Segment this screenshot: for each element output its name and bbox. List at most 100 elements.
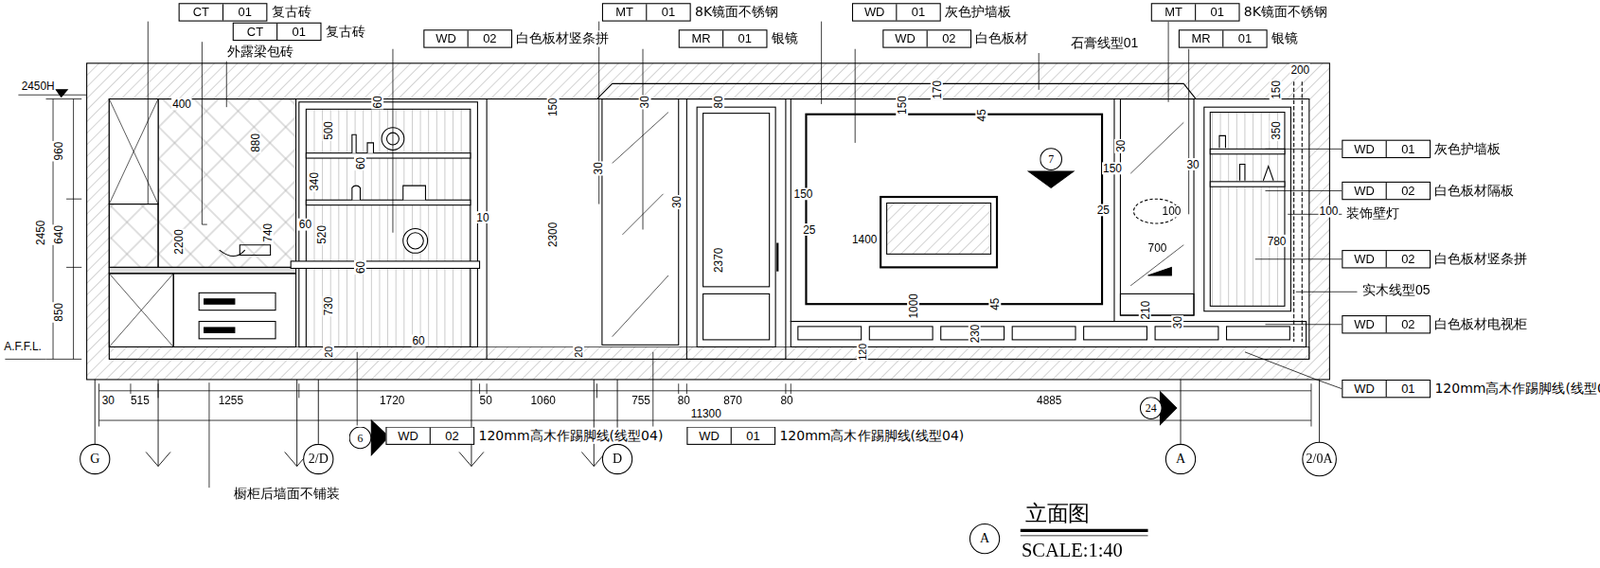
- bubble-text: 7: [1048, 153, 1054, 166]
- material-code: 01: [1386, 380, 1430, 397]
- dimension: 60: [298, 218, 313, 232]
- grid-bubble: D: [602, 444, 633, 475]
- dimension: 60: [354, 156, 367, 171]
- material-tag: MT018K镜面不锈钢: [602, 2, 692, 21]
- section-marker: 24: [1139, 396, 1163, 420]
- material-note: 120mm高木作踢脚线(线型04): [477, 427, 664, 445]
- dimension: 30: [670, 195, 683, 210]
- material-tag: CT01复古砖: [232, 22, 322, 41]
- dimension: 20: [572, 345, 585, 359]
- dimension: 100: [1161, 205, 1183, 218]
- material-code: WD: [1342, 250, 1387, 267]
- dimension: 2450: [35, 218, 48, 247]
- dimension: 30: [1114, 138, 1127, 153]
- material-tag: WD01灰色护墙板: [852, 2, 942, 21]
- material-note: 复古砖: [324, 23, 367, 40]
- bubble-text: 2/D: [308, 450, 329, 467]
- dimension: 2300: [547, 221, 560, 249]
- material-code: 01: [731, 427, 775, 445]
- bubble-text: 6: [357, 431, 364, 445]
- material-code: MR: [679, 30, 724, 47]
- dimension: 80: [676, 393, 692, 407]
- annotation: 外露梁包砖: [226, 44, 295, 59]
- dimension: 210: [1138, 300, 1152, 321]
- dimension: 230: [968, 322, 981, 344]
- dimension: 1000: [906, 292, 920, 320]
- annotation: A.F.F.L.: [2, 339, 43, 353]
- material-code: 01: [896, 3, 940, 20]
- material-code: WD: [1342, 316, 1387, 333]
- material-note: 8K镜面不锈钢: [1243, 3, 1329, 20]
- material-tag: MR01银镜: [678, 29, 768, 48]
- material-note: 120mm高木作踢脚线(线型04): [778, 427, 965, 445]
- dimension: 350: [1269, 120, 1282, 142]
- material-code: 02: [1386, 316, 1430, 333]
- bubble-text: 2/0A: [1306, 450, 1334, 467]
- grid-bubble: 2/0A: [1301, 442, 1337, 478]
- dimension: 150: [792, 187, 814, 200]
- dimension: 80: [779, 393, 794, 407]
- section-marker: 6: [349, 426, 373, 450]
- dimension: 30: [639, 94, 652, 109]
- dimension: 30: [1185, 158, 1200, 171]
- material-code: MT: [1152, 3, 1196, 20]
- dimension: 2370: [711, 247, 725, 275]
- material-code: 01: [723, 30, 766, 47]
- dimension: 1400: [851, 232, 879, 246]
- dimension: 870: [722, 393, 744, 407]
- material-tag: WD01灰色护墙板: [1341, 140, 1431, 159]
- dimension: 850: [52, 302, 65, 323]
- dimension: 25: [801, 223, 817, 236]
- material-code: WD: [386, 427, 430, 445]
- dimension: 50: [478, 393, 493, 407]
- material-tag: WD01120mm高木作踢脚线(线型04): [686, 426, 776, 445]
- dimension: 11300: [690, 407, 723, 420]
- material-code: 02: [927, 30, 971, 47]
- dimension: 25: [1096, 204, 1111, 217]
- bubble-text: A: [979, 530, 990, 547]
- material-tag: WD02白色板材: [882, 29, 972, 48]
- dimension: 150: [1269, 79, 1282, 101]
- dimension: 45: [975, 107, 988, 123]
- material-code: 01: [1195, 3, 1239, 20]
- dimension: 80: [711, 94, 725, 109]
- material-note: 8K镜面不锈钢: [693, 3, 780, 20]
- dimension: 60: [371, 94, 384, 109]
- material-tag: WD02白色板材竖条拼: [1341, 249, 1431, 268]
- material-code: CT: [179, 3, 224, 20]
- dimension: 60: [354, 260, 367, 275]
- bubble-text: G: [89, 450, 100, 467]
- material-code: 02: [430, 427, 474, 445]
- grid-bubble: A: [1165, 444, 1196, 475]
- material-tag: MR01银镜: [1178, 29, 1268, 48]
- dimension: 150: [1102, 161, 1123, 175]
- annotation: 橱柜后墙面不铺装: [232, 486, 341, 501]
- dimension: 10: [475, 211, 490, 224]
- view-title: 立面图: [1024, 501, 1091, 526]
- dimension: 60: [410, 335, 426, 348]
- material-code: WD: [853, 3, 897, 20]
- material-code: 01: [223, 3, 267, 20]
- dimension: 150: [895, 94, 908, 116]
- dimension: 640: [52, 224, 65, 246]
- material-code: 02: [468, 30, 512, 47]
- grid-bubble: G: [79, 444, 110, 475]
- material-code: 02: [1386, 250, 1430, 267]
- dimension: 2200: [172, 228, 185, 256]
- annotation: 实木线型05: [1361, 284, 1432, 299]
- dimension: 500: [322, 120, 336, 142]
- material-code: WD: [883, 30, 927, 47]
- material-tag: MT018K镜面不锈钢: [1151, 2, 1241, 21]
- dimension: 520: [315, 224, 328, 246]
- material-tag: WD01120mm高木作踢脚线(线型04): [1341, 379, 1431, 398]
- material-note: 灰色护墙板: [943, 3, 1013, 20]
- material-note: 白色板材: [974, 30, 1030, 47]
- scale-note: SCALE:1:40: [1020, 540, 1124, 563]
- material-code: 01: [646, 3, 690, 20]
- material-code: WD: [1342, 380, 1387, 397]
- dimension: 960: [52, 141, 65, 162]
- bubble-text: D: [612, 450, 623, 467]
- material-note: 白色板材竖条拼: [515, 30, 610, 47]
